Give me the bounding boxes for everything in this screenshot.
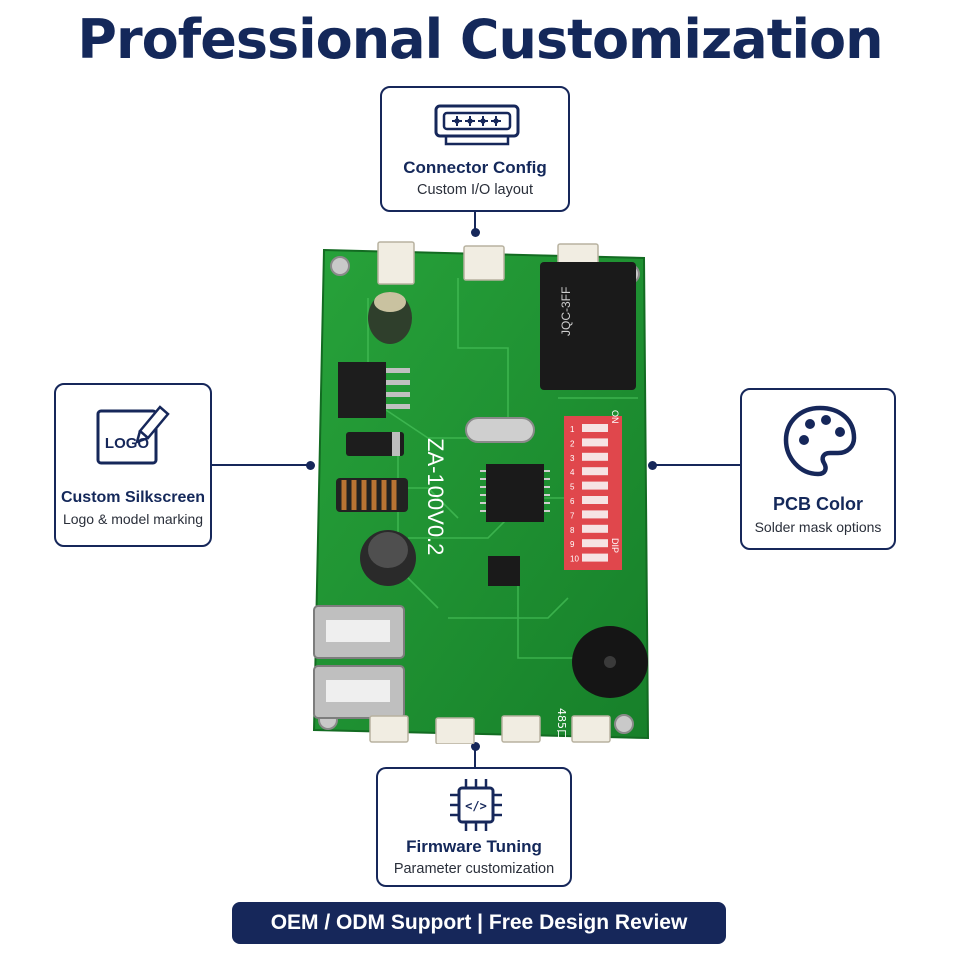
dip-number: 3 (570, 454, 575, 463)
voltage-regulator (338, 362, 410, 418)
feature-title: Connector Config (403, 158, 547, 177)
bottom-connectors (369, 715, 611, 744)
chip-code-icon: </> (450, 779, 502, 831)
dip-toggle (582, 524, 608, 533)
inductor (336, 478, 408, 512)
logo-icon: LOGO (96, 405, 170, 465)
connector-dot-right (648, 461, 657, 470)
dip-number: 2 (570, 439, 575, 448)
dip-number: 9 (570, 540, 575, 549)
dip-toggle (582, 467, 608, 476)
relay-label: JQC-3FF (559, 287, 573, 336)
feature-title: PCB Color (773, 494, 863, 514)
feature-subtitle: Solder mask options (754, 519, 882, 535)
feature-card-connector-config: Connector Config Custom I/O layout (380, 86, 570, 212)
dip-toggle (582, 424, 608, 432)
connector-icon (434, 104, 520, 146)
feature-subtitle: Custom I/O layout (416, 182, 534, 198)
page-title: Professional Customization (77, 8, 883, 71)
palette-icon (783, 405, 857, 477)
support-banner: OEM / ODM Support | Free Design Review (232, 902, 726, 944)
connector-line-top (474, 210, 476, 232)
dip-number: 7 (570, 511, 575, 520)
dip-number: 6 (570, 497, 575, 506)
mcu-chip (480, 464, 550, 522)
usb-ports (313, 605, 405, 719)
feature-title: Firmware Tuning (406, 837, 542, 856)
feature-card-firmware-tuning: </> Firmware Tuning Parameter customizat… (376, 767, 572, 887)
dip-number: 5 (570, 483, 575, 492)
pcb-board-image: JQC-3FF ZA-100V0.2 ON DIP 1 2 3 4 5 6 (312, 241, 650, 744)
svg-text:ON: ON (610, 410, 620, 424)
dip-toggle (582, 481, 608, 490)
dip-toggle (582, 496, 608, 504)
relay: JQC-3FF (540, 262, 636, 390)
dip-toggle (582, 553, 608, 562)
dip-number: 1 (570, 425, 575, 434)
dip-toggle (582, 438, 608, 447)
connector-line-right (652, 464, 740, 466)
chip-code-icon-text: </> (465, 799, 487, 813)
crystal-oscillator (465, 417, 535, 443)
dip-toggle (582, 539, 608, 548)
dip-toggle (582, 510, 608, 519)
small-ic (488, 556, 520, 586)
logo-icon-text: LOGO (105, 435, 149, 452)
feature-subtitle: Logo & model marking (62, 511, 204, 527)
connector-dot-bottom (471, 742, 480, 751)
feature-card-pcb-color: PCB Color Solder mask options (740, 388, 896, 550)
feature-title: Custom Silkscreen (60, 489, 206, 506)
connector-line-left (210, 464, 310, 466)
dip-toggle (582, 452, 608, 461)
board-model-label: ZA-100V0.2 (423, 438, 448, 555)
port-485-label: 485口 (555, 708, 568, 740)
dip-number: 10 (570, 555, 579, 564)
dip-switch: ON DIP 1 2 3 4 5 6 7 8 9 10 (564, 410, 622, 570)
diode (346, 432, 404, 456)
feature-card-custom-silkscreen: LOGO Custom Silkscreen Logo & model mark… (54, 383, 212, 547)
capacitor-top (368, 292, 412, 344)
capacitor-bottom (360, 530, 416, 586)
connector-dot-left (306, 461, 315, 470)
connector-line-bottom (474, 746, 476, 768)
dip-number: 4 (570, 468, 575, 477)
svg-text:DIP: DIP (610, 538, 620, 553)
dip-number: 8 (570, 526, 575, 535)
feature-subtitle: Parameter customization (393, 861, 555, 877)
connector-dot-top (471, 228, 480, 237)
